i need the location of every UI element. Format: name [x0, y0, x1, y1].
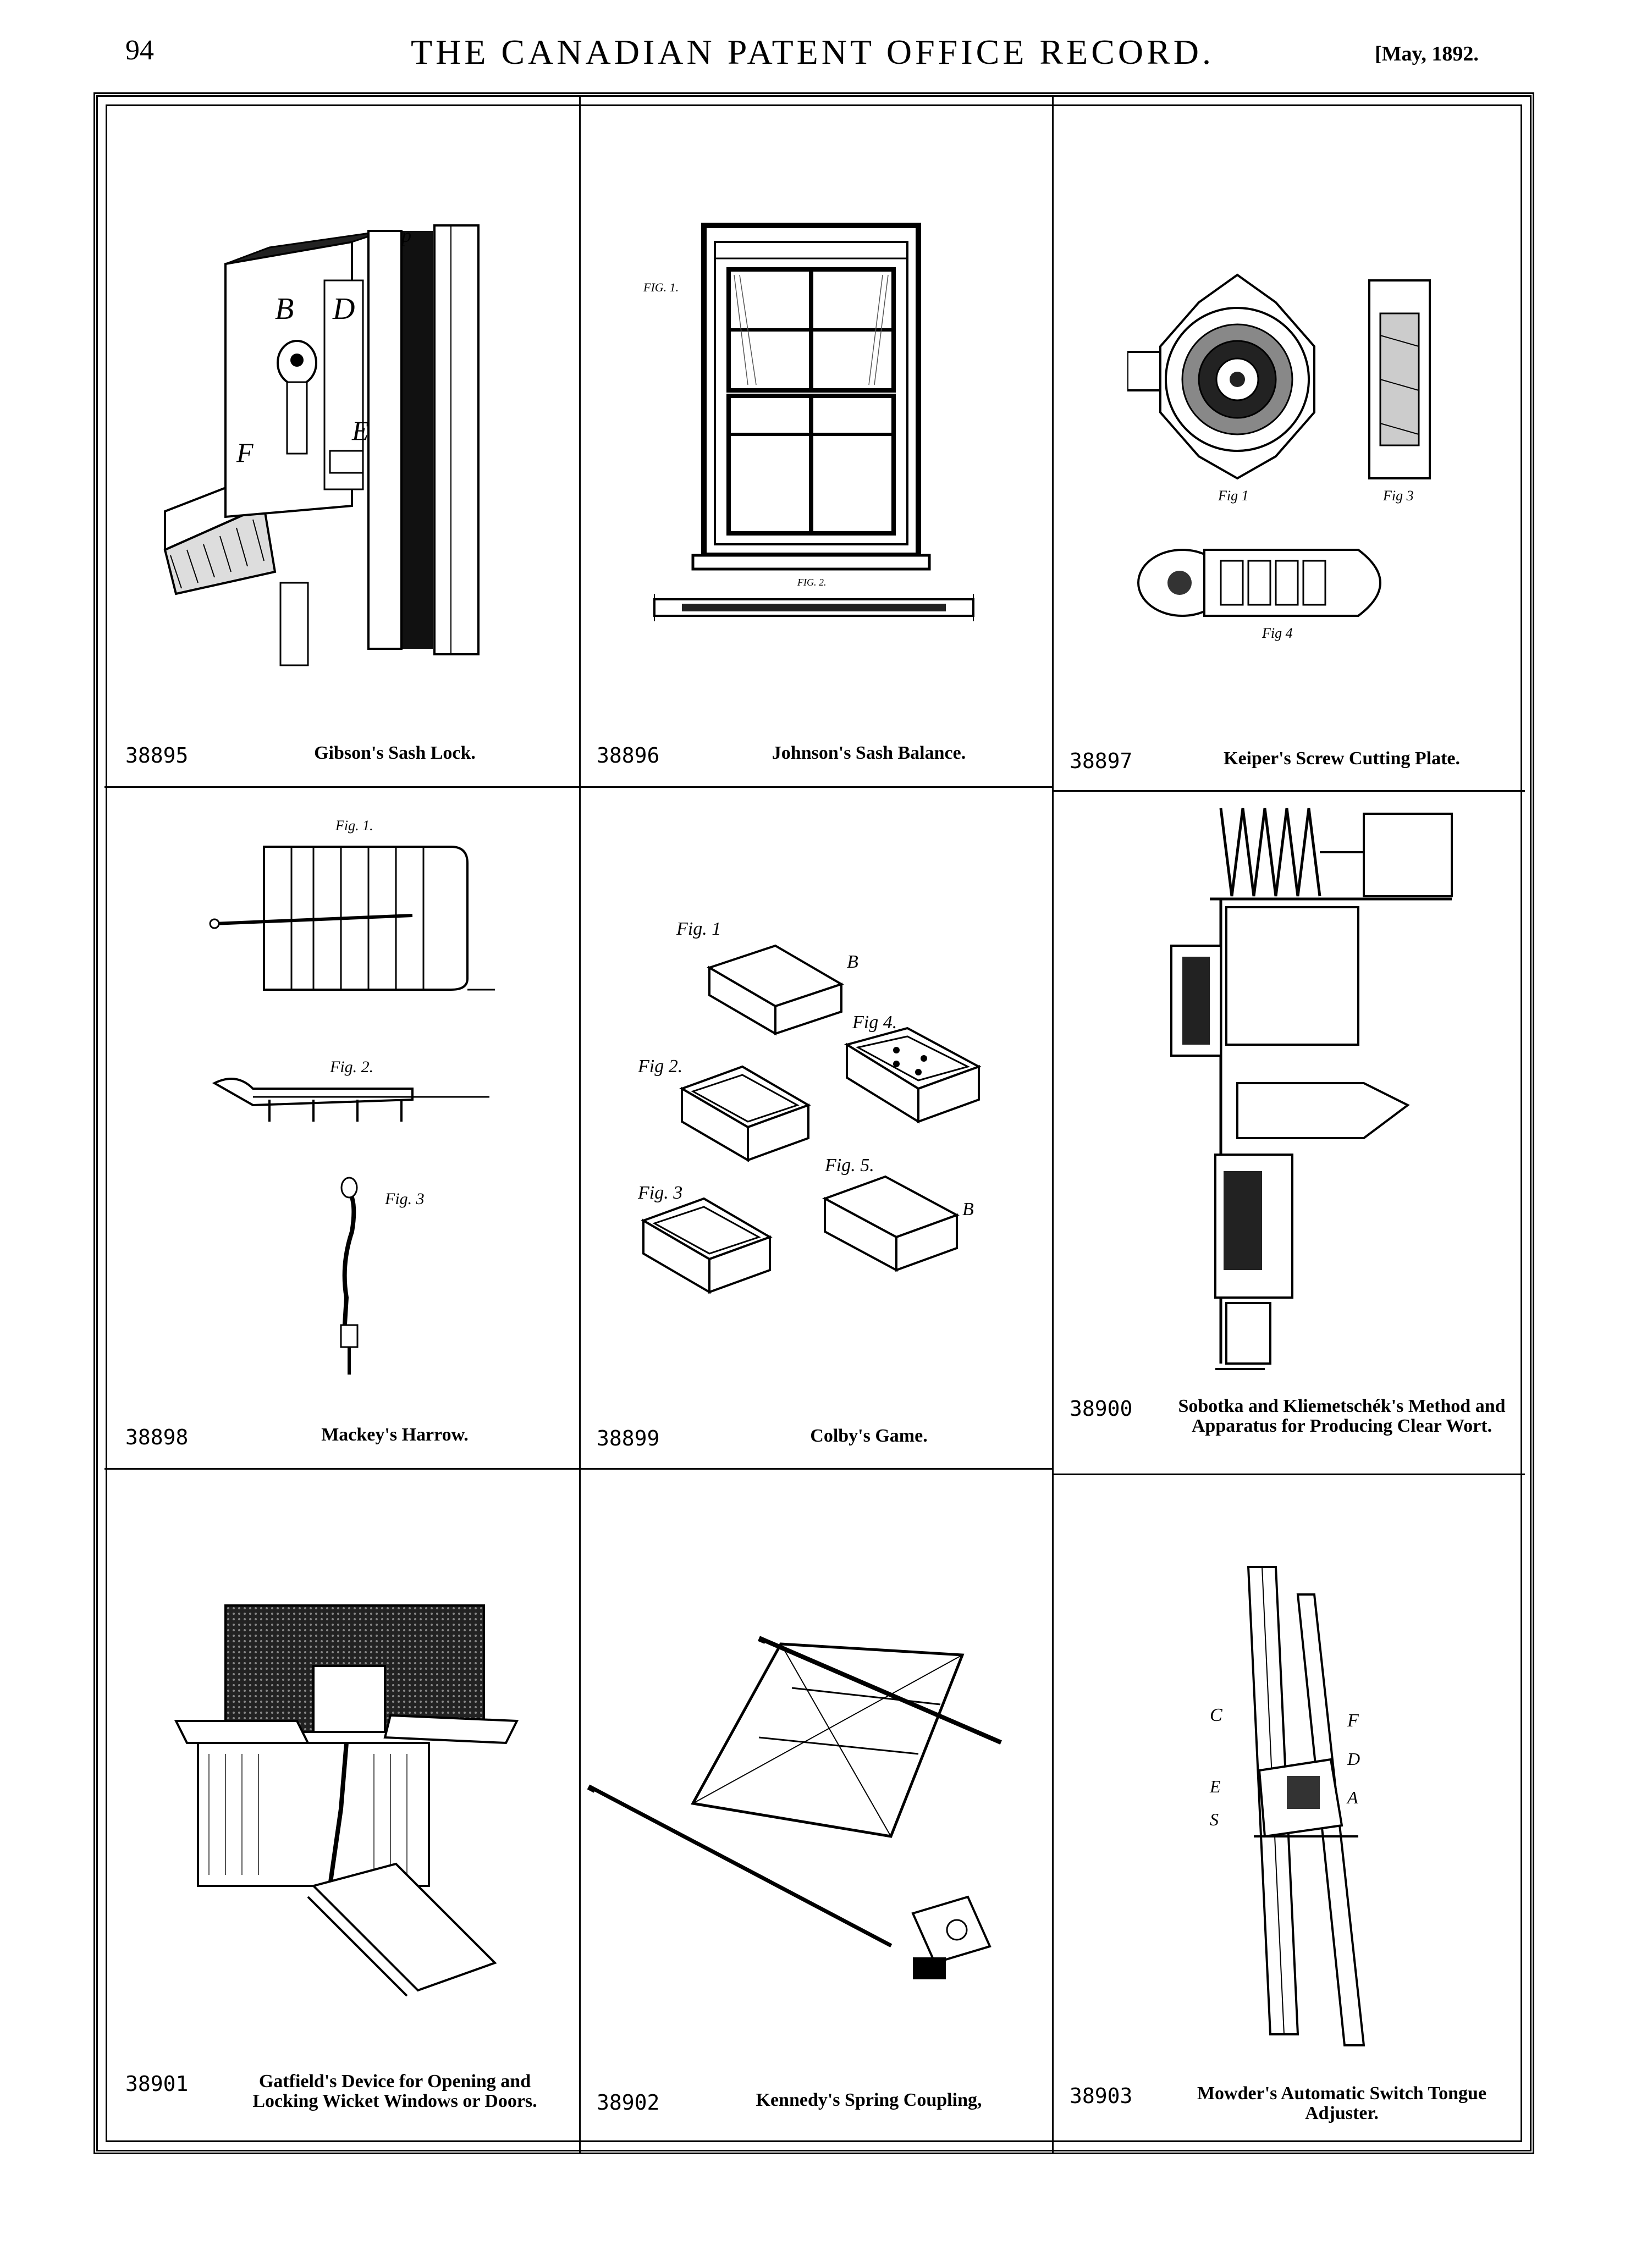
svg-text:S: S: [1210, 1809, 1219, 1829]
switch-adjuster-drawing-icon: C F D A E S: [1188, 1561, 1408, 2056]
page-header: 94 THE CANADIAN PATENT OFFICE RECORD. [M…: [0, 0, 1625, 93]
patent-caption: 38901 Gatfield's Device for Opening and …: [125, 2072, 565, 2111]
column-divider: [1052, 96, 1054, 2154]
svg-text:FIG. 1.: FIG. 1.: [643, 280, 679, 294]
svg-text:p: p: [400, 224, 411, 246]
sash-lock-drawing-icon: B D E F p: [143, 220, 495, 671]
svg-text:Fig 1: Fig 1: [1218, 488, 1249, 504]
column-divider: [579, 96, 581, 2154]
page-number: 94: [125, 35, 154, 66]
figure-label: Fig. 1: [676, 919, 721, 939]
patent-title: Mackey's Harrow.: [321, 1425, 469, 1445]
patent-number: 38898: [125, 1425, 189, 1449]
window-sash-drawing-icon: FIG. 1. FIG. 2.: [638, 220, 995, 638]
svg-text:D: D: [1347, 1749, 1360, 1769]
patent-title: Kennedy's Spring Coupling,: [756, 2090, 982, 2110]
wort-apparatus-drawing-icon: [1144, 797, 1474, 1391]
patent-number: 38901: [125, 2072, 189, 2096]
svg-text:Fig 3: Fig 3: [1382, 488, 1414, 504]
patent-number: 38896: [597, 743, 660, 768]
row-divider: [1052, 1474, 1525, 1475]
patent-title: Colby's Game.: [810, 1426, 928, 1446]
patent-caption: 38897 Keiper's Screw Cutting Plate.: [1070, 749, 1515, 773]
figure-label: Fig 2.: [637, 1056, 682, 1077]
svg-text:A: A: [1346, 1787, 1358, 1807]
patent-caption: 38900 Sobotka and Kliemetschék's Method …: [1070, 1397, 1515, 1436]
game-boxes-drawing-icon: Fig. 1 B Fig 2. Fig. 3 Fig 4. Fig. 5. B: [610, 913, 1028, 1364]
patent-title: Keiper's Screw Cutting Plate.: [1224, 748, 1460, 769]
svg-text:B: B: [847, 952, 858, 972]
patent-title: Johnson's Sash Balance.: [772, 743, 966, 763]
figure-label: Fig. 3: [384, 1190, 425, 1208]
patent-title: Gibson's Sash Lock.: [314, 743, 476, 763]
row-divider: [104, 786, 579, 788]
svg-text:C: C: [1210, 1705, 1222, 1725]
patent-number: 38903: [1070, 2084, 1133, 2108]
patent-caption: 38903 Mowder's Automatic Switch Tongue A…: [1070, 2084, 1515, 2123]
page-frame: [93, 92, 1534, 2154]
svg-text:B: B: [275, 292, 294, 326]
svg-text:Fig 4: Fig 4: [1262, 625, 1293, 641]
patent-number: 38900: [1070, 1397, 1133, 1421]
patent-number: 38899: [597, 1426, 660, 1450]
patent-caption: 38899 Colby's Game.: [597, 1426, 1042, 1450]
svg-text:F: F: [1347, 1710, 1359, 1731]
patent-number: 38902: [597, 2090, 660, 2115]
harrow-drawing-icon: Fig. 1. Fig. 2. Fig. 3: [203, 814, 511, 1408]
figure-label: Fig 4.: [852, 1012, 897, 1033]
svg-text:B: B: [962, 1199, 974, 1219]
svg-text:F: F: [236, 437, 254, 468]
wicket-device-drawing-icon: [165, 1578, 550, 2018]
patent-title: Mowder's Automatic Switch Tongue Adjuste…: [1197, 2083, 1487, 2123]
svg-text:E: E: [351, 415, 369, 446]
spring-coupling-drawing-icon: [583, 1605, 1045, 2034]
figure-label: Fig. 5.: [824, 1155, 874, 1176]
figure-label: Fig. 2.: [329, 1058, 373, 1076]
patent-caption: 38898 Mackey's Harrow.: [125, 1425, 565, 1449]
row-divider: [104, 1468, 579, 1470]
patent-caption: 38895 Gibson's Sash Lock.: [125, 743, 565, 768]
patent-caption: 38902 Kennedy's Spring Coupling,: [597, 2090, 1042, 2115]
row-divider: [1052, 790, 1525, 792]
svg-text:D: D: [332, 292, 355, 326]
screw-plate-drawing-icon: Fig 1 Fig 3 Fig 4: [1126, 269, 1468, 643]
patent-title: Gatfield's Device for Opening and Lockin…: [252, 2071, 537, 2111]
svg-text:E: E: [1209, 1776, 1221, 1796]
patent-number: 38897: [1070, 749, 1133, 773]
page-title: THE CANADIAN PATENT OFFICE RECORD.: [411, 32, 1214, 71]
page-date: [May, 1892.: [1375, 42, 1479, 65]
row-divider: [579, 786, 1052, 788]
figure-label: Fig. 3: [637, 1183, 682, 1203]
row-divider: [579, 1468, 1052, 1470]
figure-label: Fig. 1.: [335, 818, 373, 834]
patent-title: Sobotka and Kliemetschék's Method and Ap…: [1178, 1396, 1506, 1436]
patent-number: 38895: [125, 743, 189, 768]
patent-caption: 38896 Johnson's Sash Balance.: [597, 743, 1042, 768]
svg-text:FIG. 2.: FIG. 2.: [797, 577, 827, 588]
